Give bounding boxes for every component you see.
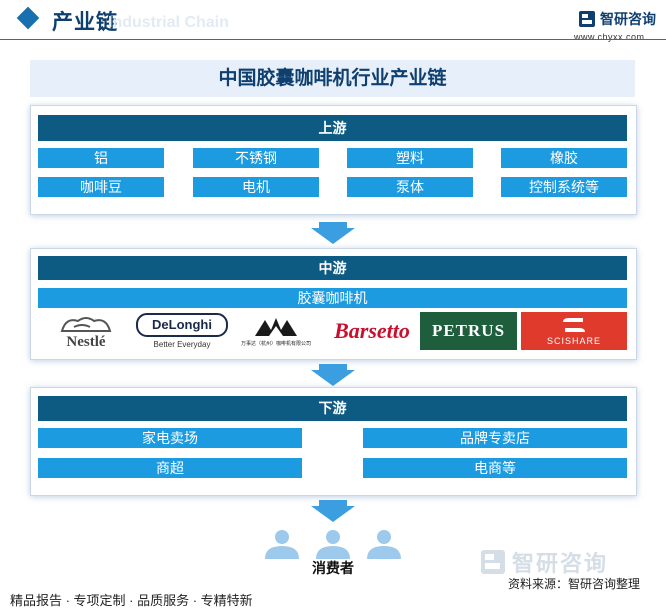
upstream-item: 电机: [193, 177, 319, 197]
upstream-item: 不锈钢: [193, 148, 319, 168]
flow-arrow-shaft: [319, 500, 347, 506]
logo-url: www.chyxx.com: [574, 32, 645, 42]
downstream-item: 家电卖场: [38, 428, 302, 448]
downstream-item: 品牌专卖店: [363, 428, 627, 448]
delonghi-wordmark: DeLonghi: [136, 313, 228, 337]
scishare-wordmark: SCISHARE: [546, 336, 601, 346]
flow-arrow-shaft: [319, 364, 347, 370]
header-diamond-icon: [16, 6, 40, 30]
chyxx-logo-icon: [579, 11, 595, 27]
upstream-item: 橡胶: [501, 148, 627, 168]
flow-arrow-shaft: [319, 222, 347, 228]
delonghi-logo: DeLonghi Better Everyday: [134, 312, 230, 350]
downstream-band: 下游: [38, 396, 627, 421]
delonghi-tagline: Better Everyday: [153, 340, 211, 349]
header-title: 产业链: [52, 11, 118, 34]
header-watermark: Industrial Chain: [108, 14, 229, 31]
wanshida-logo: 万事达（杭州）咖啡机有限公司: [230, 312, 322, 350]
down-arrow-icon: [311, 506, 355, 522]
watermark-logo-icon: [481, 550, 505, 574]
petrus-wordmark: PETRUS: [431, 321, 506, 340]
upstream-item: 控制系统等: [501, 177, 627, 197]
person-icon: [265, 530, 299, 559]
logo-name: 智研咨询: [600, 11, 656, 27]
barsetto-logo: Barsetto: [326, 312, 418, 350]
person-icon: [316, 530, 350, 559]
wanshida-text: 万事达（杭州）咖啡机有限公司: [240, 340, 311, 347]
source-note: 资料来源：智研咨询整理: [508, 577, 641, 591]
upstream-band: 上游: [38, 115, 627, 141]
nestle-wordmark: Nestlé: [66, 334, 106, 350]
wanshida-crown-icon: [255, 317, 297, 336]
midstream-product: 胶囊咖啡机: [38, 288, 627, 308]
upstream-item: 咖啡豆: [38, 177, 164, 197]
scishare-s-icon: [563, 318, 585, 332]
scishare-logo: SCISHARE: [521, 312, 627, 350]
person-icon: [367, 530, 401, 559]
header-divider: [0, 39, 666, 40]
footer-tagline: 精品报告 · 专项定制 · 品质服务 · 专精特新: [10, 593, 253, 608]
title-banner: [30, 60, 635, 97]
midstream-band: 中游: [38, 256, 627, 280]
nestle-bird-icon: [60, 317, 112, 332]
down-arrow-icon: [311, 370, 355, 386]
barsetto-wordmark: Barsetto: [334, 318, 410, 343]
footer-watermark-logo: 智研咨询: [480, 546, 608, 578]
petrus-logo: PETRUS: [420, 312, 517, 350]
consumer-label: 消费者: [312, 560, 354, 576]
watermark-name: 智研咨询: [512, 551, 609, 576]
downstream-item: 电商等: [363, 458, 627, 478]
nestle-logo: Nestlé: [42, 312, 130, 350]
diagram-title: 中国胶囊咖啡机行业产业链: [218, 68, 447, 89]
down-arrow-icon: [311, 228, 355, 244]
upstream-item: 铝: [38, 148, 164, 168]
upstream-item: 泵体: [347, 177, 473, 197]
downstream-item: 商超: [38, 458, 302, 478]
upstream-item: 塑料: [347, 148, 473, 168]
